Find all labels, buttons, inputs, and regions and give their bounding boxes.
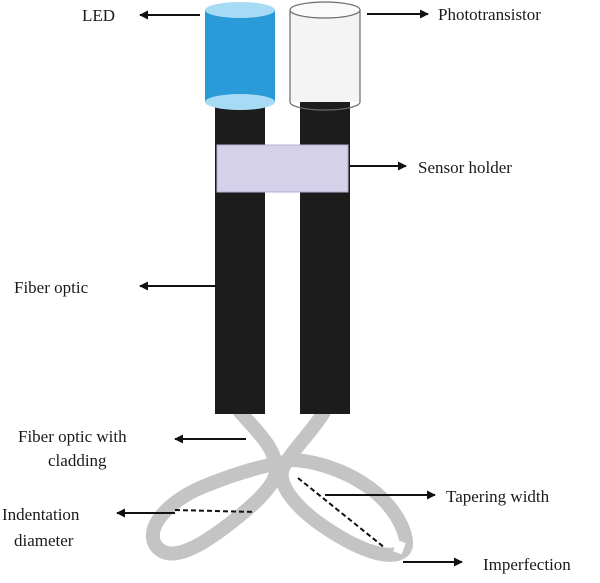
led-cylinder bbox=[205, 2, 275, 110]
cladding-loop-left bbox=[145, 405, 292, 561]
label-imperfection: Imperfection bbox=[483, 555, 571, 574]
sensor-holder bbox=[216, 144, 349, 193]
label-indentation-line2: diameter bbox=[14, 531, 74, 550]
label-indentation-line1: Indentation bbox=[2, 505, 80, 524]
label-phototransistor: Phototransistor bbox=[438, 5, 541, 24]
label-fiber-cladding-line2: cladding bbox=[48, 451, 107, 470]
callout-arrows bbox=[116, 9, 463, 567]
indentation-diameter-line bbox=[174, 509, 256, 513]
label-sensor-holder: Sensor holder bbox=[418, 158, 512, 177]
label-tapering-width: Tapering width bbox=[446, 487, 550, 506]
label-fiber-optic: Fiber optic bbox=[14, 278, 89, 297]
tapering-width-line bbox=[297, 477, 386, 549]
label-led: LED bbox=[82, 6, 115, 25]
label-fiber-cladding-line1: Fiber optic with bbox=[18, 427, 127, 446]
cladding-loop-right bbox=[274, 405, 413, 562]
phototransistor-cylinder bbox=[289, 1, 361, 111]
fiber-cladding-loops bbox=[145, 405, 413, 562]
imperfection-gap bbox=[393, 539, 406, 555]
